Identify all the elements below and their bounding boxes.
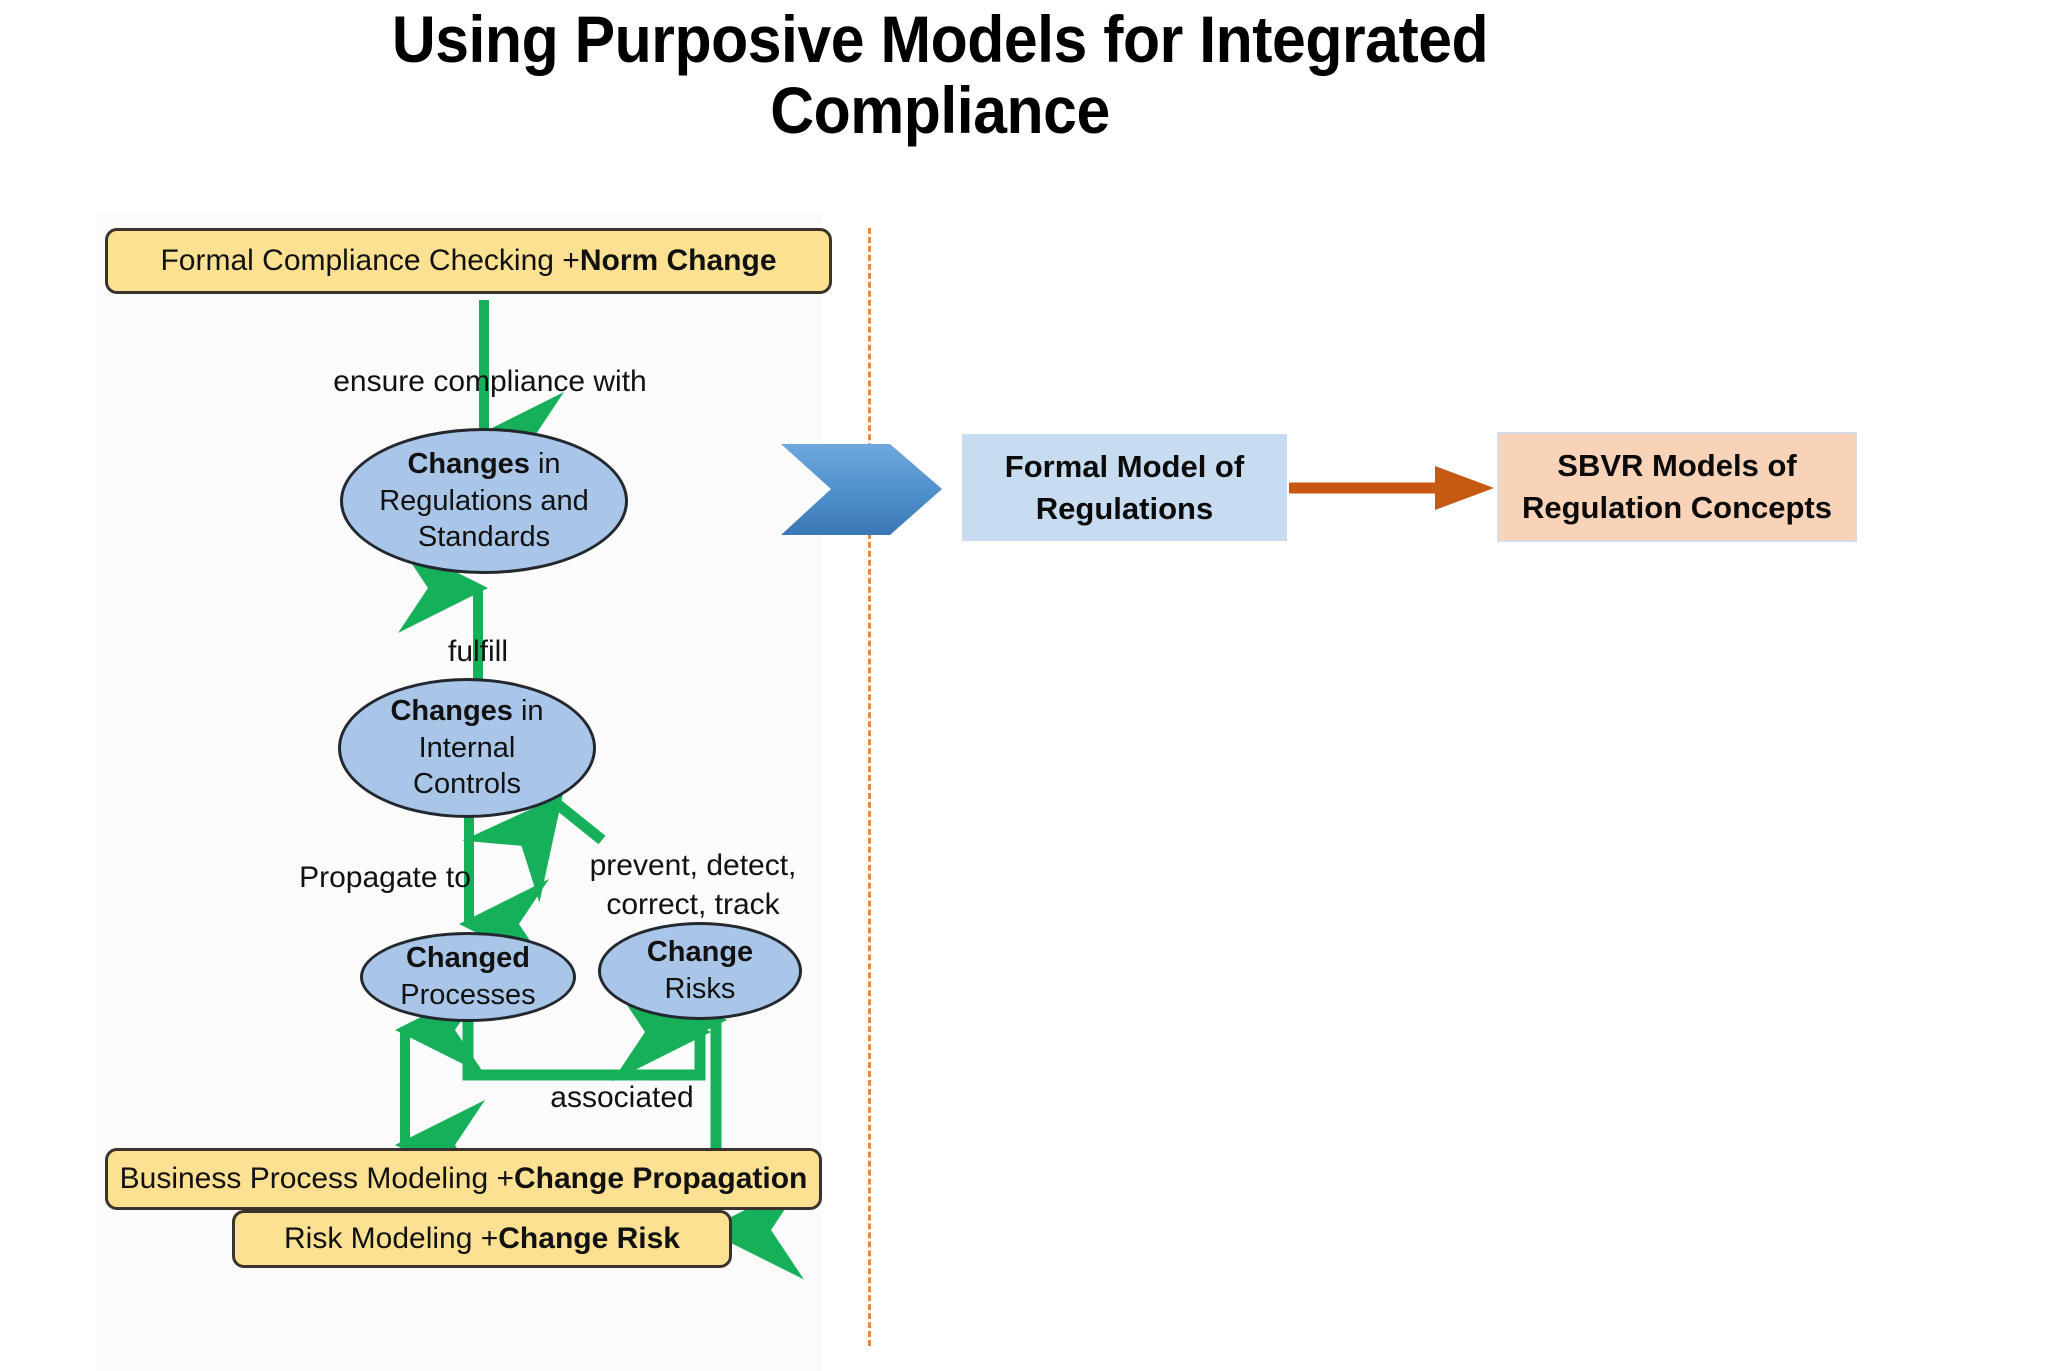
box-formal-compliance-checking[interactable]: Formal Compliance Checking + Norm Change — [105, 228, 832, 294]
node-line-1: Changes in — [407, 447, 561, 480]
node-line-2: Internal — [418, 731, 516, 764]
box-sbvr-models-of-regulation-concepts[interactable]: SBVR Models of Regulation Concepts — [1497, 432, 1857, 542]
node-line-3: Standards — [417, 521, 551, 554]
box-line-1: SBVR Models of — [1557, 448, 1797, 484]
node-line-3: Controls — [413, 768, 521, 801]
box-label-plain: Formal Compliance Checking + — [160, 244, 580, 277]
box-label-bold: Change Risk — [498, 1222, 680, 1255]
node-line-2: Regulations and — [379, 484, 589, 517]
box-line-2: Regulation Concepts — [1521, 490, 1832, 525]
box-risk-modeling[interactable]: Risk Modeling + Change Risk — [232, 1210, 732, 1268]
edge-label-ensure-compliance-with: ensure compliance with — [333, 365, 647, 398]
edge-label-associated: associated — [550, 1081, 694, 1114]
box-label-plain: Business Process Modeling + — [119, 1162, 514, 1195]
box-label-bold: Norm Change — [579, 244, 777, 277]
node-changes-in-internal-controls[interactable]: Changes in Internal Controls — [338, 678, 596, 818]
node-changed-processes[interactable]: Changed Processes — [360, 932, 576, 1022]
edge-label-prevent-detect-correct-track: prevent, detect, correct, track — [578, 846, 808, 924]
node-line-1: Changes in — [390, 694, 544, 727]
prevent-line-1: prevent, detect, — [589, 849, 797, 882]
prevent-line-2: correct, track — [606, 888, 780, 921]
connector-associated — [462, 982, 711, 1082]
edge-label-fulfill: fulfill — [447, 635, 508, 668]
node-change-risks[interactable]: Change Risks — [598, 922, 802, 1020]
node-changes-in-regulations-and-standards[interactable]: Changes in Regulations and Standards — [340, 428, 628, 574]
node-line-2: Risks — [664, 973, 736, 1005]
box-formal-model-of-regulations[interactable]: Formal Model of Regulations — [962, 434, 1287, 541]
box-business-process-modeling[interactable]: Business Process Modeling + Change Propa… — [105, 1148, 822, 1210]
box-line-1: Formal Model of — [1004, 448, 1245, 484]
edge-label-propagate-to: Propagate to — [299, 861, 471, 894]
arrow-formal-model-to-sbvr — [1289, 466, 1494, 510]
box-label-plain: Risk Modeling + — [284, 1222, 499, 1255]
node-line-2: Processes — [400, 979, 536, 1011]
arrow-prevent-detect-correct-track — [462, 794, 606, 903]
chevron-right-icon — [781, 444, 942, 535]
box-line-2: Regulations — [1035, 490, 1214, 526]
vertical-dashed-divider — [868, 228, 871, 1346]
box-label-bold: Change Propagation — [514, 1162, 808, 1195]
node-line-1: Change — [646, 936, 754, 969]
page-title: Using Purposive Models for Integrated Co… — [391, 2, 1489, 148]
node-line-1: Changed — [405, 942, 531, 975]
